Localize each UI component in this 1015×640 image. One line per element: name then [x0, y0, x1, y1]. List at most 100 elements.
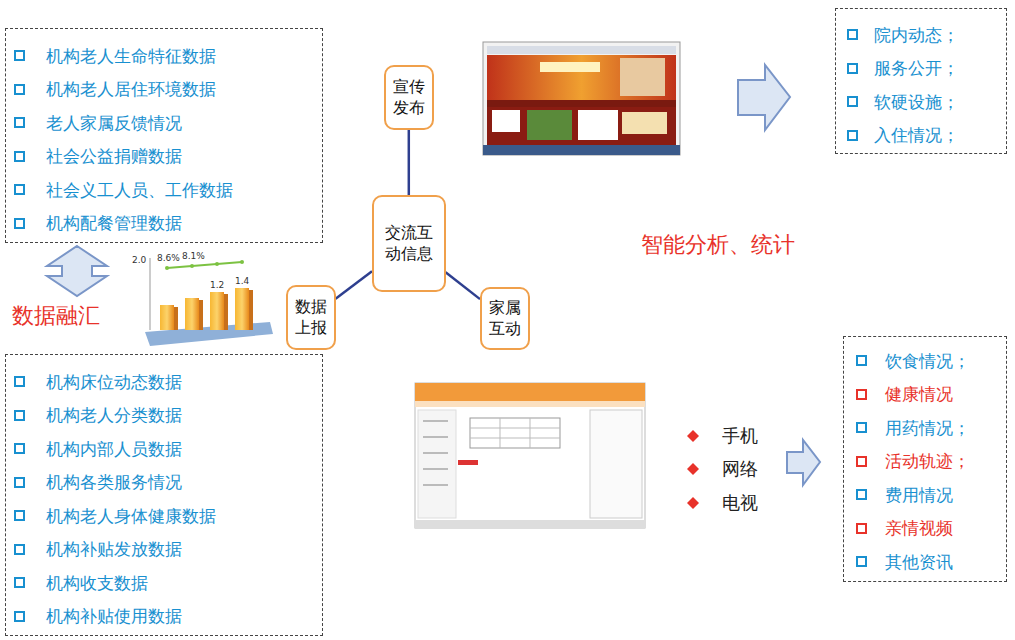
list-row: 老人家属反馈情况	[14, 106, 314, 140]
bullet-square	[14, 544, 25, 555]
site-body	[487, 107, 676, 145]
annotation-label: 数据融汇	[12, 303, 100, 329]
menu-line	[423, 468, 448, 470]
chart-value: 1.2	[210, 280, 224, 291]
bullet-square	[856, 355, 867, 366]
list-row: 其他资讯	[856, 545, 996, 579]
chart-point	[240, 260, 244, 264]
table-rule	[530, 418, 531, 448]
bullet-square	[856, 389, 867, 400]
chart-bar	[235, 288, 249, 330]
bullet-square	[856, 523, 867, 534]
bullet-square	[856, 456, 867, 467]
screen-table	[470, 418, 560, 448]
box-label: 家属互动	[488, 298, 522, 340]
menu-line	[423, 436, 448, 438]
connector-line	[446, 272, 480, 299]
double-arrow	[47, 246, 107, 296]
taskbar	[483, 145, 680, 155]
red-diamond-bullet	[687, 497, 699, 509]
list-row: 机构补贴发放数据	[14, 533, 314, 567]
list-item-text: 机构补贴发放数据	[46, 539, 182, 559]
bullet-square	[847, 29, 858, 40]
bullet-square	[14, 410, 25, 421]
site-panel	[578, 110, 618, 140]
bullet-square	[14, 477, 25, 488]
chart-value: 8.1%	[182, 251, 205, 262]
table-rule	[500, 418, 501, 448]
browser-bar	[487, 46, 676, 54]
chart-bar-side	[224, 294, 228, 330]
family-center-screenshot	[415, 383, 645, 528]
list-row: 机构老人生命特征数据	[14, 39, 314, 73]
menu-line	[423, 484, 448, 486]
block-arrow	[787, 440, 820, 485]
hub-box: 交流互动信息	[372, 195, 446, 292]
bullet-square	[856, 489, 867, 500]
site-nav	[487, 100, 676, 107]
chart-axis	[150, 258, 151, 330]
list-row: 社会公益捐赠数据	[14, 140, 314, 174]
list-item-text: 机构收支数据	[46, 573, 148, 593]
list-item-text: 机构老人分类数据	[46, 405, 182, 425]
list-row: 健康情况	[856, 378, 996, 412]
list-row: 入住情况；	[847, 119, 996, 153]
list-item-text: 机构内部人员数据	[46, 439, 182, 459]
annotation-label: 智能分析、统计	[641, 232, 795, 258]
bullet-square	[14, 151, 25, 162]
data-list-box: 机构床位动态数据机构老人分类数据机构内部人员数据机构各类服务情况机构老人身体健康…	[5, 354, 323, 636]
list-item-text: 机构补贴使用数据	[46, 606, 182, 626]
connector-line	[336, 271, 372, 298]
bullet-square	[847, 96, 858, 107]
bullet-square	[856, 556, 867, 567]
list-row: 院内动态；	[847, 18, 996, 52]
list-row: 活动轨迹；	[856, 445, 996, 479]
list-item-text: 社会公益捐赠数据	[46, 146, 182, 166]
list-row: 机构床位动态数据	[14, 365, 314, 399]
channel-box: 宣传发布	[384, 65, 434, 130]
bullet-square	[14, 184, 25, 195]
bullet-square	[14, 510, 25, 521]
connector-line	[408, 130, 411, 195]
bullet-square	[14, 84, 25, 95]
bullet-square	[14, 611, 25, 622]
table-rule	[470, 438, 560, 439]
website-screenshot	[483, 42, 680, 155]
list-row: 饮食情况；	[856, 344, 996, 378]
list-item-text: 社会义工人员、工作数据	[46, 180, 233, 200]
chart-bar	[185, 298, 199, 330]
site-banner	[487, 55, 676, 100]
list-row: 用药情况；	[856, 411, 996, 445]
list-row: 社会义工人员、工作数据	[14, 173, 314, 207]
red-diamond-bullet	[687, 463, 699, 475]
bullet-square	[14, 577, 25, 588]
bar-chart-picture	[145, 258, 273, 346]
list-item-text: 服务公开；	[874, 58, 959, 78]
list-item-text: 入住情况；	[874, 125, 959, 145]
list-row: 机构内部人员数据	[14, 432, 314, 466]
list-item-text: 机构老人身体健康数据	[46, 506, 216, 526]
list-row: 机构老人分类数据	[14, 399, 314, 433]
box-label: 宣传发布	[392, 77, 426, 119]
device-label: 手机	[722, 425, 758, 447]
list-item-text: 机构床位动态数据	[46, 372, 182, 392]
box-label: 数据上报	[294, 297, 328, 339]
chart-point	[215, 262, 219, 266]
list-item-text: 亲情视频	[885, 518, 953, 538]
chart-point	[190, 264, 194, 268]
list-item-text: 活动轨迹；	[885, 451, 970, 471]
list-row: 服务公开；	[847, 52, 996, 86]
content-list-box: 饮食情况；健康情况用药情况； 活动轨迹； 费用情况亲情视频其他资讯	[843, 336, 1007, 582]
chart-bar-side	[199, 300, 203, 330]
menu-line	[423, 420, 448, 422]
screen-sidebar	[418, 410, 456, 518]
chart-bar	[160, 305, 174, 330]
list-row: 机构配餐管理数据	[14, 207, 314, 241]
list-item-text: 费用情况	[885, 485, 953, 505]
bullet-square	[14, 218, 25, 229]
screen-panel	[590, 410, 642, 518]
site-photo	[527, 110, 572, 140]
list-item-text: 软硬设施；	[874, 92, 959, 112]
list-item-text: 老人家属反馈情况	[46, 113, 182, 133]
data-list-box: 机构老人生命特征数据机构老人居住环境数据老人家属反馈情况社会公益捐赠数据社会义工…	[5, 28, 323, 243]
